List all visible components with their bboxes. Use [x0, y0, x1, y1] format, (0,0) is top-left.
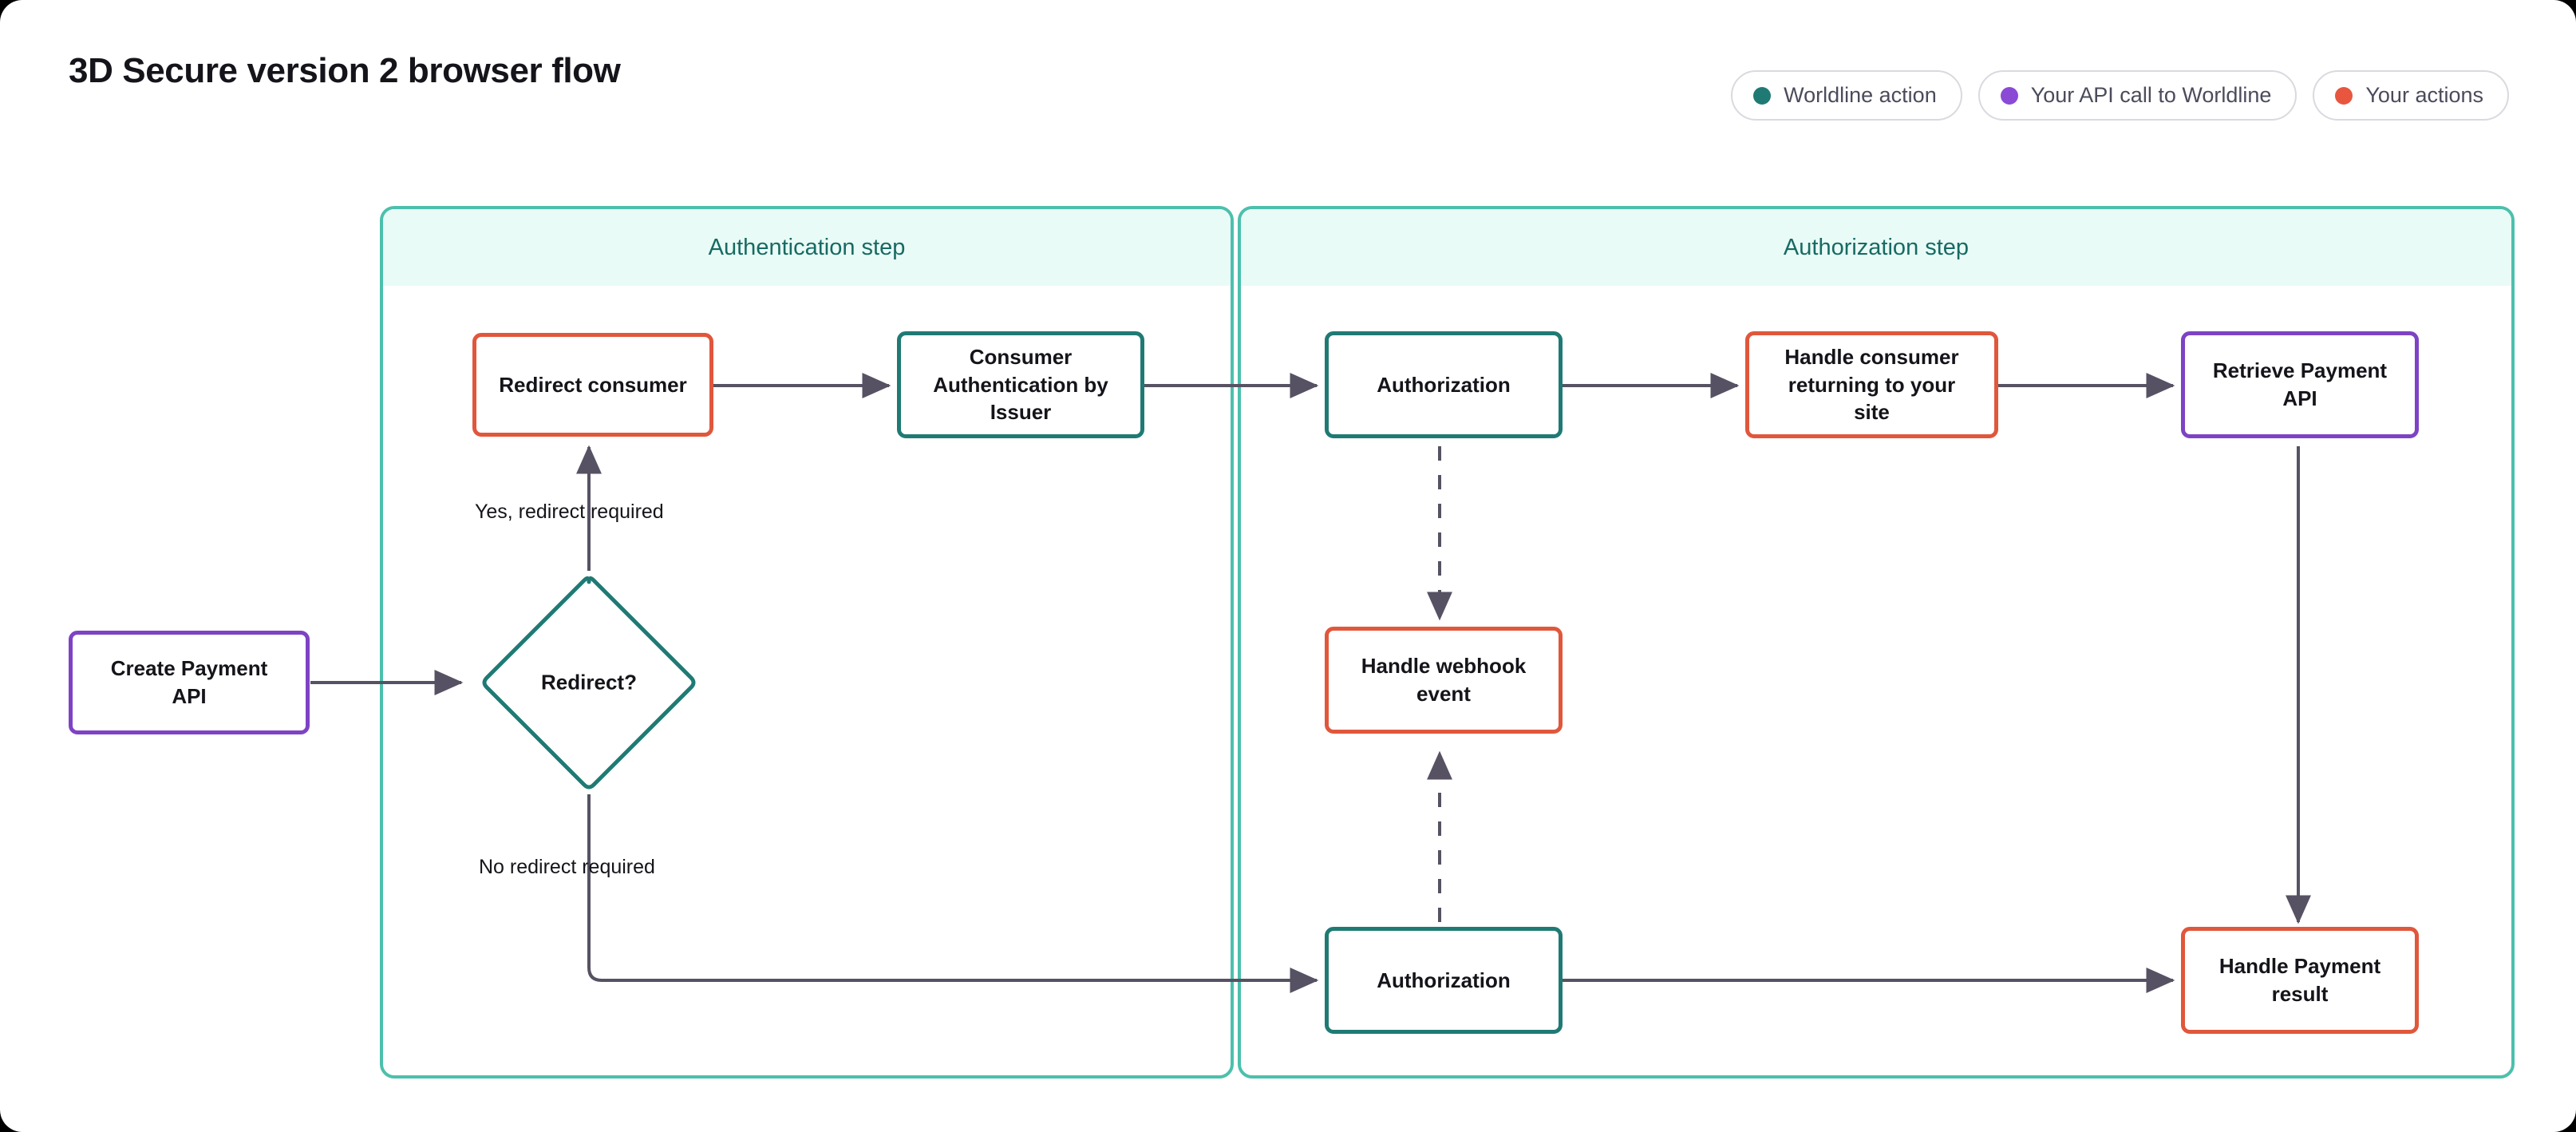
step-header: Authorization step	[1241, 209, 2511, 286]
node-redirect-consumer[interactable]: Redirect consumer	[472, 333, 713, 437]
dot-icon	[1753, 86, 1772, 105]
page-title: 3D Secure version 2 browser flow	[69, 51, 621, 90]
edge-label-yes-redirect-required: Yes, redirect required	[475, 501, 664, 524]
node-label: Handle Payment result	[2218, 954, 2381, 1006]
node-label: Consumer Authentication by Issuer	[933, 345, 1108, 425]
node-handle-payment-result[interactable]: Handle Payment result	[2181, 927, 2419, 1034]
node-label: Create Payment API	[110, 656, 268, 708]
node-label: Redirect?	[541, 670, 637, 695]
dot-icon	[2335, 86, 2353, 105]
node-label: Handle consumer returning to your site	[1784, 345, 1959, 425]
step-header: Authentication step	[383, 209, 1231, 286]
legend-item-label: Worldline action	[1784, 83, 1937, 107]
legend-item-label: Your actions	[2365, 83, 2483, 107]
edge-label-text: No redirect required	[479, 856, 655, 878]
node-handle-consumer-returning[interactable]: Handle consumer returning to your site	[1745, 331, 1998, 438]
legend-item-worldline-action[interactable]: Worldline action	[1731, 70, 1962, 121]
dot-icon	[2000, 86, 2018, 105]
legend-item-your-api-call[interactable]: Your API call to Worldline	[1977, 70, 2297, 121]
node-redirect-decision[interactable]: Redirect?	[477, 571, 701, 794]
node-label: Authorization	[1377, 372, 1511, 397]
node-authorization-top[interactable]: Authorization	[1325, 331, 1563, 438]
legend-item-your-actions[interactable]: Your actions	[2313, 70, 2509, 121]
legend: Worldline action Your API call to Worldl…	[1731, 70, 2509, 121]
step-title: Authentication step	[708, 234, 906, 260]
node-label: Handle webhook event	[1361, 654, 1527, 706]
node-retrieve-payment-api[interactable]: Retrieve Payment API	[2181, 331, 2419, 438]
node-label: Redirect consumer	[499, 372, 687, 397]
node-label: Retrieve Payment API	[2212, 358, 2388, 410]
edge-label-no-redirect-required: No redirect required	[479, 856, 655, 879]
node-consumer-authentication-by-issuer[interactable]: Consumer Authentication by Issuer	[897, 331, 1144, 438]
step-title: Authorization step	[1783, 234, 1970, 260]
node-create-payment-api[interactable]: Create Payment API	[69, 631, 310, 734]
node-authorization-bottom[interactable]: Authorization	[1325, 927, 1563, 1034]
node-handle-webhook-event[interactable]: Handle webhook event	[1325, 627, 1563, 734]
diamond-shape	[482, 576, 696, 790]
legend-item-label: Your API call to Worldline	[2030, 83, 2272, 107]
edge-label-text: Yes, redirect required	[475, 501, 664, 523]
node-label: Authorization	[1377, 968, 1511, 992]
